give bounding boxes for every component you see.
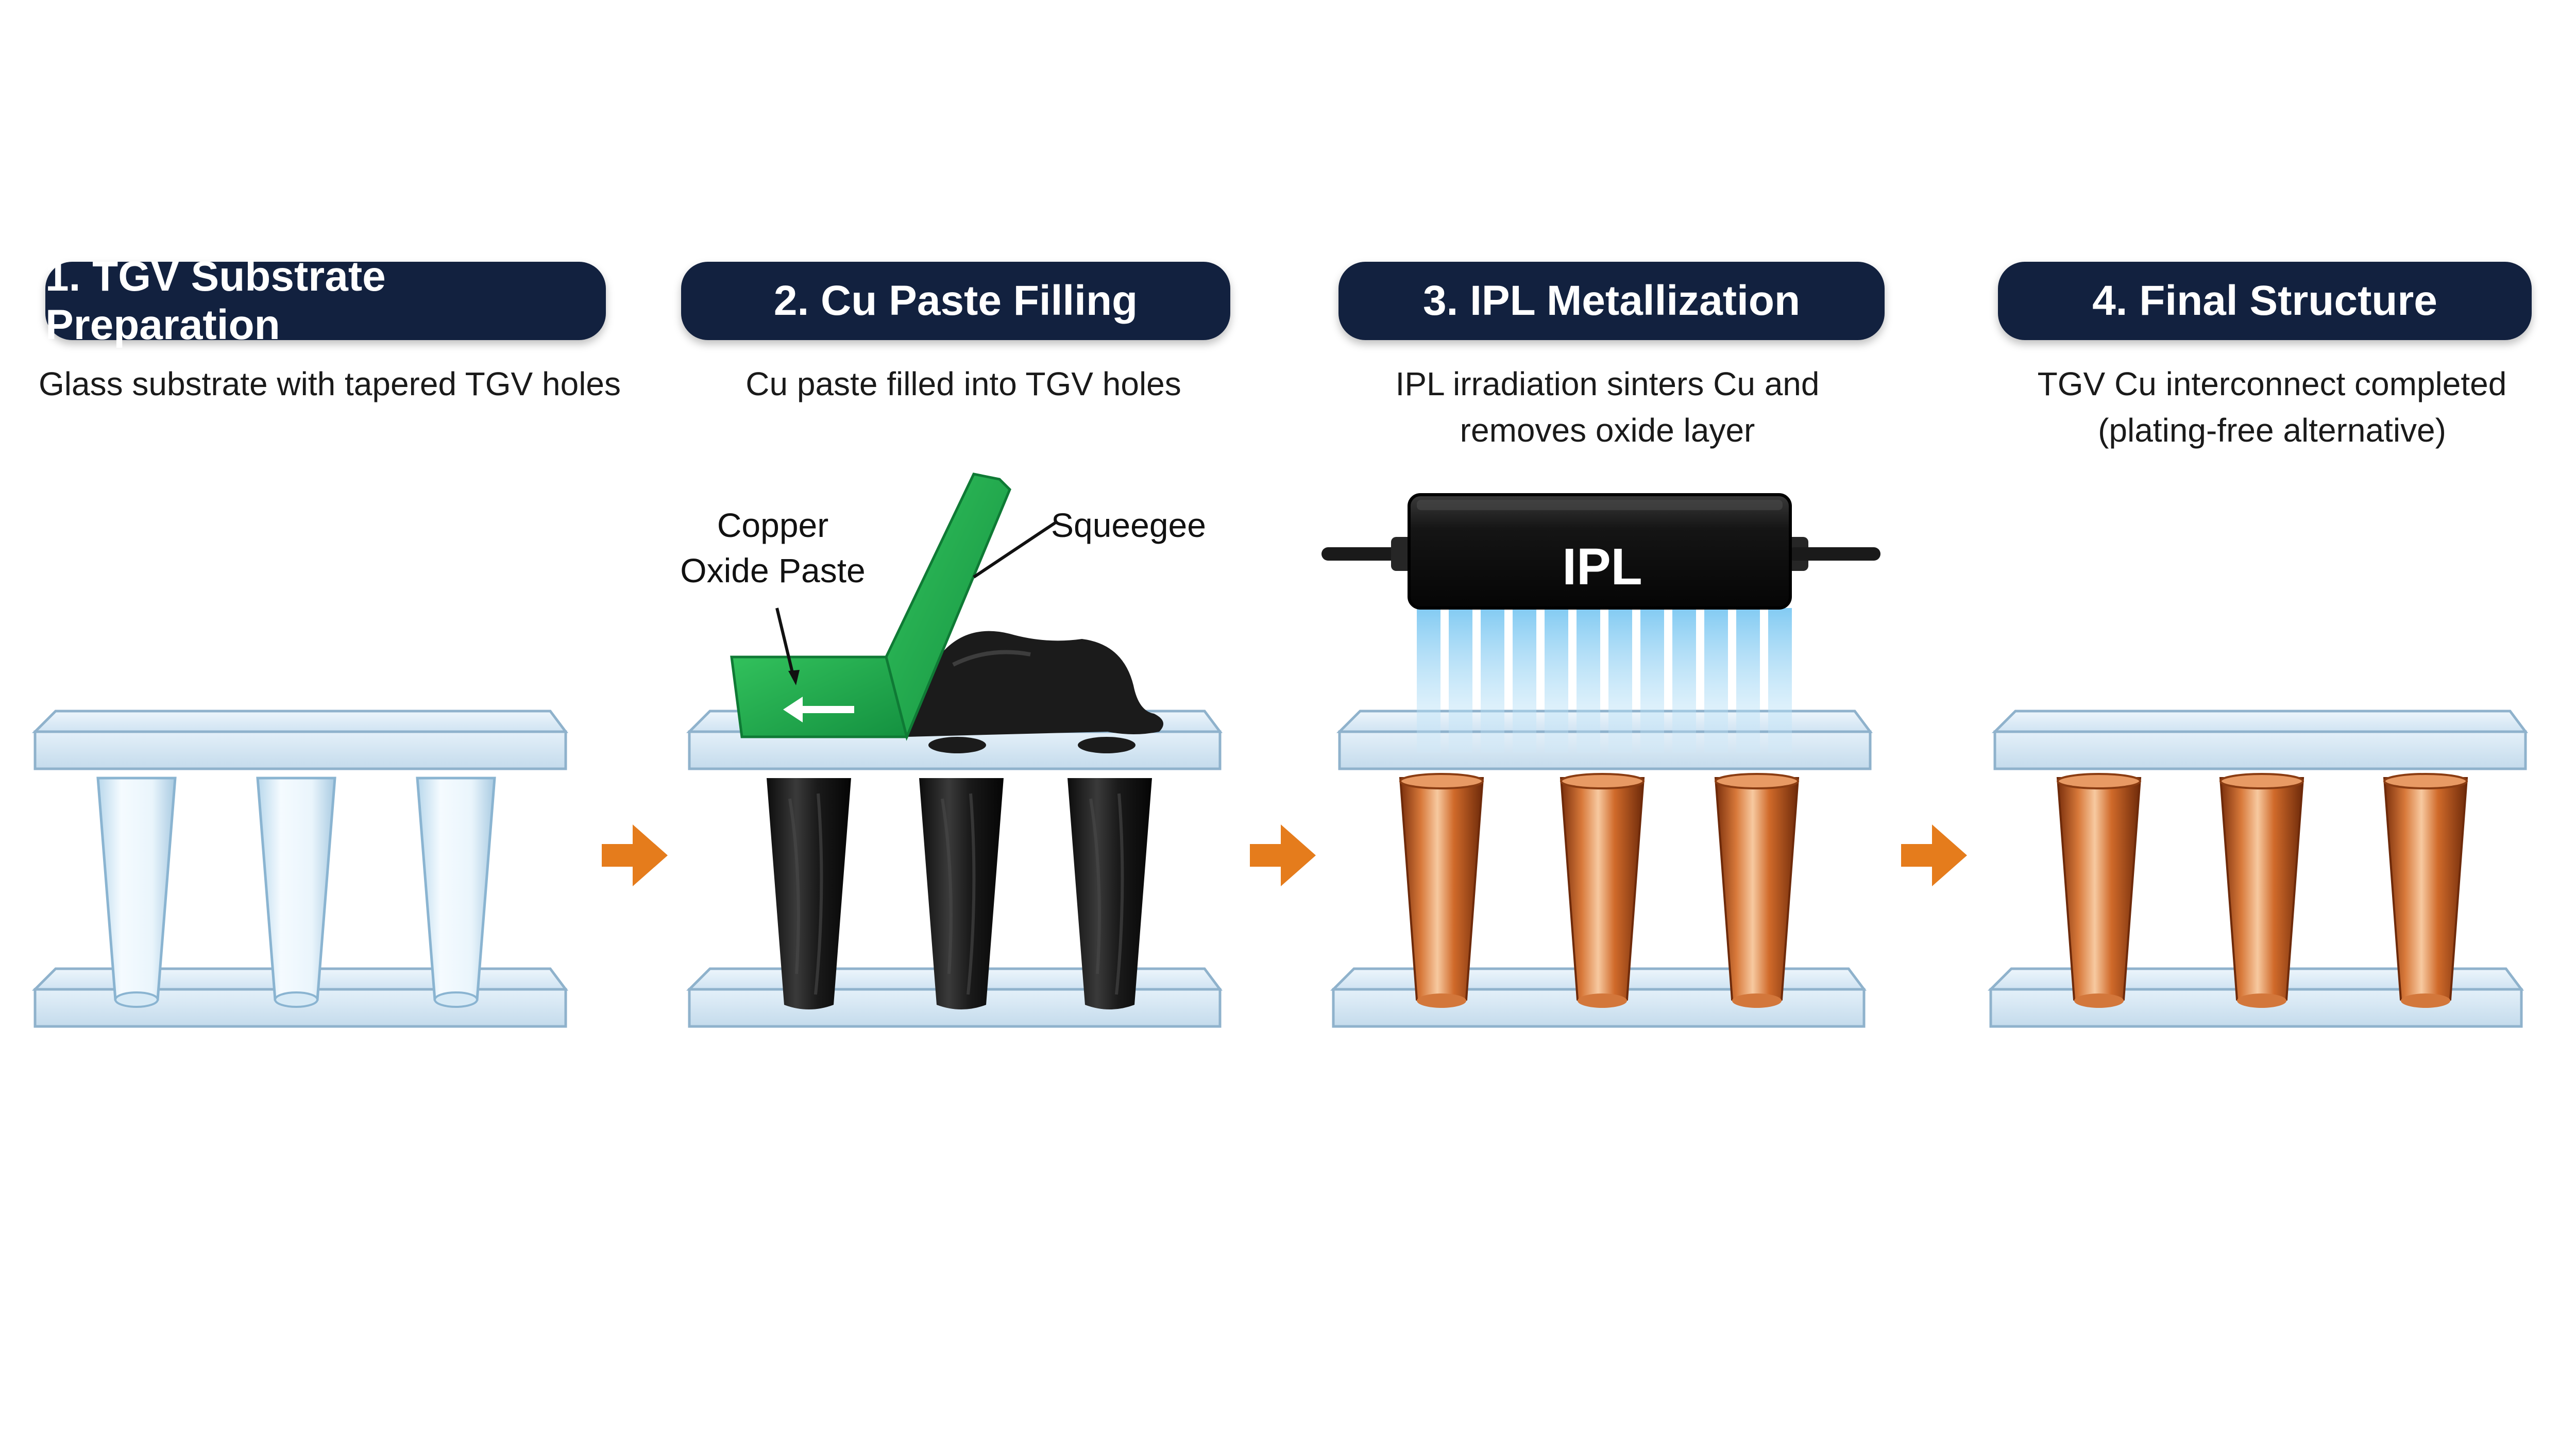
label-line: Oxide Paste	[680, 551, 866, 589]
step-4-caption: TGV Cu interconnect completed (plating-f…	[1963, 361, 2576, 453]
step-2-title: 2. Cu Paste Filling	[681, 262, 1230, 340]
ipl-lamp	[1408, 493, 1792, 610]
left-arrow-icon	[783, 697, 854, 722]
label-line: Copper	[717, 506, 829, 544]
step-3-title: 3. IPL Metallization	[1338, 262, 1885, 340]
panel-3-ipl	[1321, 493, 1880, 1026]
paste-callout-line	[775, 608, 794, 673]
step-2-caption: Cu paste filled into TGV holes	[654, 361, 1273, 407]
step-4-title: 4. Final Structure	[1998, 262, 2532, 340]
squeegee-label: Squeegee	[1051, 506, 1206, 544]
panel-2-paste-filling	[689, 473, 1220, 1026]
caption-line: Cu paste filled into TGV holes	[745, 365, 1181, 402]
paste-hole	[928, 737, 986, 753]
panel-4-final	[1991, 711, 2526, 1026]
process-arrow-icon	[602, 824, 668, 886]
squeegee-callout-line	[973, 520, 1058, 579]
step-1-caption: Glass substrate with tapered TGV holes	[21, 361, 639, 407]
caption-line: (plating-free alternative)	[2098, 412, 2446, 449]
panel-1-substrate	[35, 711, 566, 1026]
step-3-caption: IPL irradiation sinters Cu and removes o…	[1298, 361, 1917, 453]
top-glass-plate	[35, 711, 566, 769]
caption-line: Glass substrate with tapered TGV holes	[38, 365, 621, 402]
caption-line: TGV Cu interconnect completed	[2037, 365, 2507, 402]
squeegee-base	[730, 655, 908, 738]
process-arrow-icon	[1250, 824, 1316, 886]
squeegee-blade	[885, 473, 1011, 741]
top-glass-plate	[1995, 711, 2526, 769]
copper-oxide-paste-label: Copper Oxide Paste	[665, 502, 881, 593]
paste-hole	[1078, 737, 1136, 753]
ipl-light-beams	[1417, 608, 1792, 752]
caption-line: IPL irradiation sinters Cu and	[1395, 365, 1820, 402]
ipl-lamp-label: IPL	[1562, 538, 1642, 596]
caption-line: removes oxide layer	[1460, 412, 1755, 449]
process-arrow-icon	[1901, 824, 1967, 886]
